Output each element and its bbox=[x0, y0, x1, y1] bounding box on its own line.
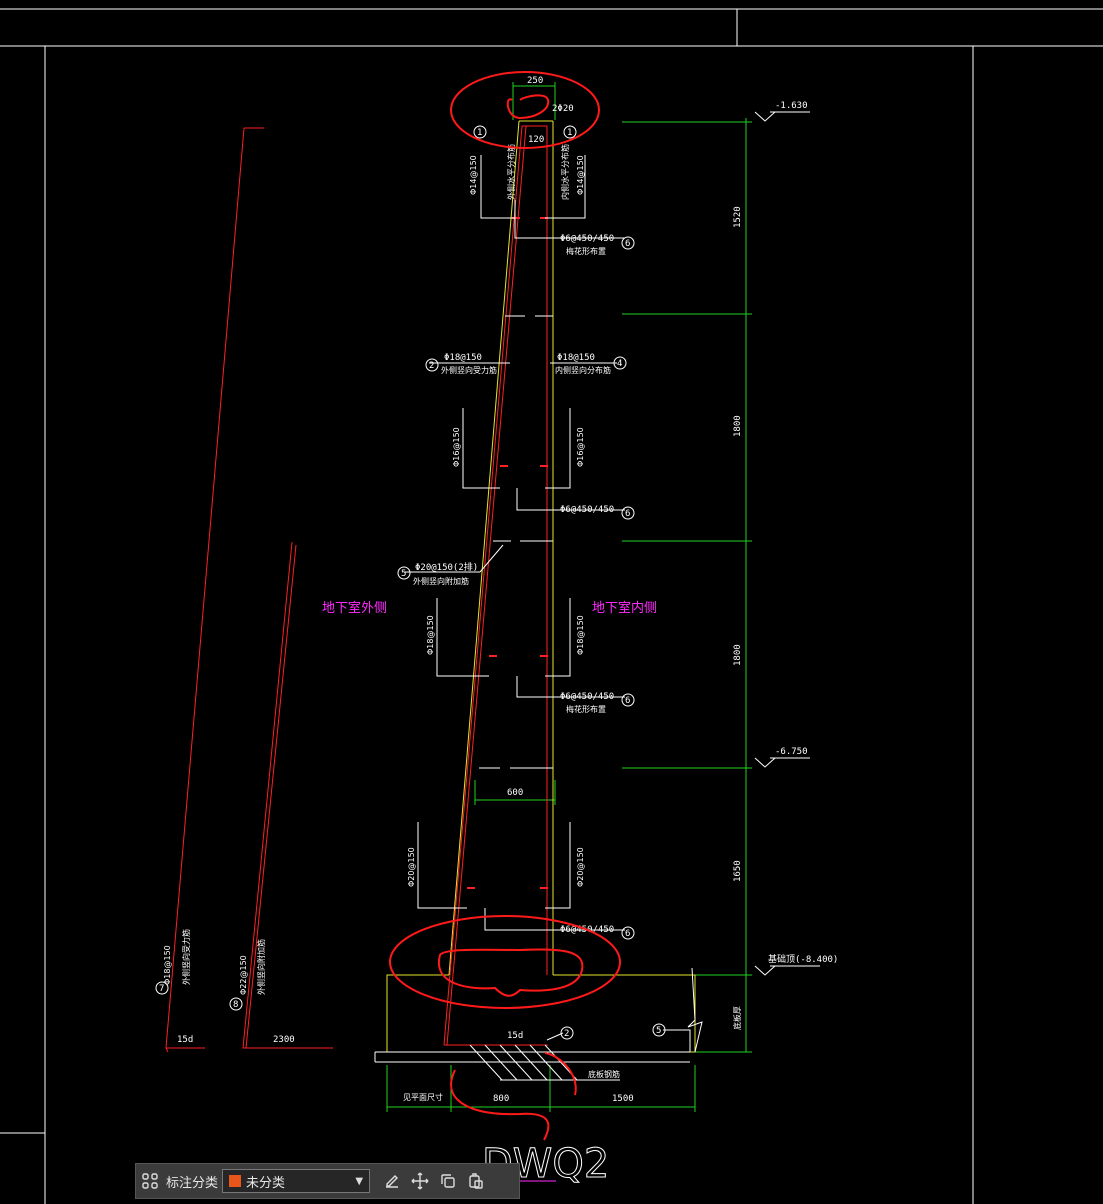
elevation-2: -6.750 bbox=[775, 747, 808, 757]
detail-left-2-note: 外侧竖向附加筋 bbox=[256, 939, 266, 995]
dim-vertical-4: 1650 bbox=[733, 860, 743, 882]
circle-1b: 1 bbox=[567, 128, 572, 138]
label-inside: 地下室内侧 bbox=[592, 600, 657, 616]
circle-4: 4 bbox=[617, 359, 622, 369]
detail-left-2: Φ22@150 bbox=[239, 955, 248, 995]
circle-6a: 6 bbox=[625, 239, 630, 249]
rebar-lines bbox=[165, 125, 548, 1053]
circle-6c: 6 bbox=[625, 696, 630, 706]
elevation-3: 基础顶(-8.400) bbox=[768, 953, 838, 965]
circle-6d: 6 bbox=[625, 929, 630, 939]
rebar-top: 2Φ20 bbox=[552, 104, 574, 114]
label-outside: 地下室外侧 bbox=[322, 600, 387, 616]
wall-rebar-hatches bbox=[467, 217, 548, 889]
category-color-swatch bbox=[229, 1175, 242, 1187]
circle-7: 7 bbox=[159, 984, 164, 994]
rebar-outer-vert-note: 外侧竖向受力筋 bbox=[441, 365, 497, 375]
move-icon[interactable] bbox=[406, 1167, 434, 1195]
dim-vertical-3: 1800 bbox=[733, 644, 743, 666]
wall-outline bbox=[386, 120, 696, 1053]
rebar-right-mid: Φ16@150 bbox=[576, 427, 585, 467]
circle-2: 2 bbox=[429, 361, 434, 371]
annotation-toolbar: 标注分类 未分类 ▼ bbox=[135, 1163, 520, 1199]
foundation-vert-note: 底板厚 bbox=[732, 1006, 742, 1030]
chevron-down-icon: ▼ bbox=[355, 1175, 364, 1187]
tie-1: Φ6@450/450 bbox=[560, 234, 614, 244]
circle-markers bbox=[155, 125, 666, 1040]
rebar-inner-vert: Φ18@150 bbox=[557, 353, 595, 363]
tie-1-note: 梅花形布置 bbox=[566, 246, 606, 256]
dimension-lines bbox=[386, 82, 752, 1112]
markup-annotations bbox=[389, 71, 621, 1141]
anchor-2300: 2300 bbox=[273, 1035, 295, 1045]
dim-top-width: 250 bbox=[527, 76, 543, 86]
rebar-right-top: Φ14@150 bbox=[576, 155, 585, 195]
rebar-left-bot: Φ20@150 bbox=[407, 847, 416, 887]
dim-top-inner: 120 bbox=[528, 135, 544, 145]
category-select-value: 未分类 bbox=[246, 1174, 286, 1190]
grid-icon[interactable] bbox=[136, 1167, 164, 1195]
rebar-right-top-note: 内侧水平分布筋 bbox=[560, 144, 570, 200]
circle-5: 5 bbox=[401, 569, 406, 579]
dim-vertical-1: 1520 bbox=[733, 206, 743, 228]
leader-lines bbox=[374, 155, 703, 1081]
rebar-left-top-note: 外侧水平分布筋 bbox=[506, 144, 516, 200]
circle-2b: 2 bbox=[564, 1029, 569, 1039]
category-select[interactable]: 未分类 ▼ bbox=[222, 1169, 371, 1193]
elevation-1: -1.630 bbox=[775, 101, 808, 111]
rebar-right-bot: Φ20@150 bbox=[576, 847, 585, 887]
circle-5b: 5 bbox=[656, 1026, 661, 1036]
rebar-left-low: Φ18@150 bbox=[426, 615, 435, 655]
rebar-left-mid: Φ16@150 bbox=[452, 427, 461, 467]
detail-left-1-note: 外侧竖向受力筋 bbox=[181, 929, 191, 985]
category-label: 标注分类 bbox=[166, 1174, 219, 1190]
dim-bottom-right: 1500 bbox=[612, 1094, 634, 1104]
rebar-outer-vert: Φ18@150 bbox=[444, 353, 482, 363]
anchor-15d-b: 15d bbox=[507, 1031, 523, 1041]
tie-3: Φ6@450/450 bbox=[560, 692, 614, 702]
tie-2: Φ6@450/450 bbox=[560, 505, 614, 515]
copy-icon[interactable] bbox=[434, 1167, 462, 1195]
circle-6b: 6 bbox=[625, 509, 630, 519]
tie-3-note: 梅花形布置 bbox=[566, 704, 606, 714]
rebar-right-low: Φ18@150 bbox=[576, 615, 585, 655]
foundation-side: 见平面尺寸 bbox=[403, 1092, 443, 1102]
edit-icon[interactable] bbox=[378, 1167, 406, 1195]
drawing-frame bbox=[0, 8, 1103, 1204]
detail-left-1: Φ18@150 bbox=[163, 945, 172, 985]
rebar-inner-vert-note: 内侧竖向分布筋 bbox=[555, 365, 611, 375]
dim-mid-width: 600 bbox=[507, 788, 523, 798]
foundation-note: 底板钢筋 bbox=[588, 1069, 620, 1079]
anchor-15d: 15d bbox=[177, 1035, 193, 1045]
rebar-left-top: Φ14@150 bbox=[469, 155, 478, 195]
level-markers bbox=[754, 111, 820, 976]
rebar-add-note: 外侧竖向附加筋 bbox=[413, 576, 469, 586]
circle-8: 8 bbox=[233, 1000, 238, 1010]
dim-vertical-2: 1800 bbox=[733, 415, 743, 437]
paste-icon[interactable] bbox=[462, 1167, 490, 1195]
circle-1a: 1 bbox=[477, 128, 482, 138]
dim-bottom-left: 800 bbox=[493, 1094, 509, 1104]
rebar-add: Φ20@150(2排) bbox=[415, 561, 478, 573]
